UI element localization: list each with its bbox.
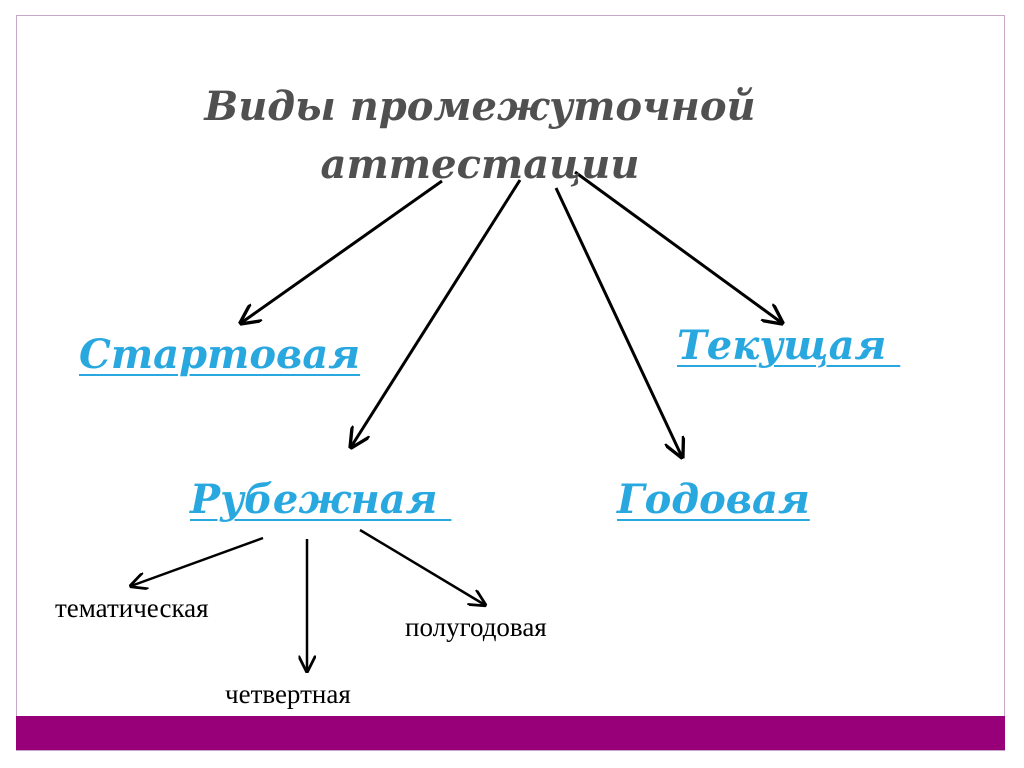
arrow-to-annual	[554, 187, 682, 457]
bottom-accent-bar	[16, 716, 1005, 750]
node-milestone: Рубежная	[190, 476, 452, 523]
title-line-1: Виды промежуточной	[204, 83, 756, 130]
leaf-quarterly: четвертная	[225, 679, 351, 709]
node-starting: Стартовая	[79, 331, 361, 378]
leaf-semiannual: полугодовая	[405, 612, 547, 642]
arrow-to-semiannual	[359, 528, 485, 605]
leaf-thematic: тематическая	[55, 593, 209, 623]
title-line-2: аттестации	[320, 141, 640, 188]
node-current: Текущая	[677, 322, 901, 369]
arrow-to-milestone	[351, 179, 522, 447]
node-annual: Годовая	[617, 476, 810, 523]
arrow-to-current	[574, 170, 782, 323]
arrow-to-starting	[241, 179, 443, 323]
slide-frame	[16, 15, 1005, 751]
diagram-title: Виды промежуточной аттестации	[100, 78, 860, 194]
arrow-to-thematic	[131, 536, 264, 586]
